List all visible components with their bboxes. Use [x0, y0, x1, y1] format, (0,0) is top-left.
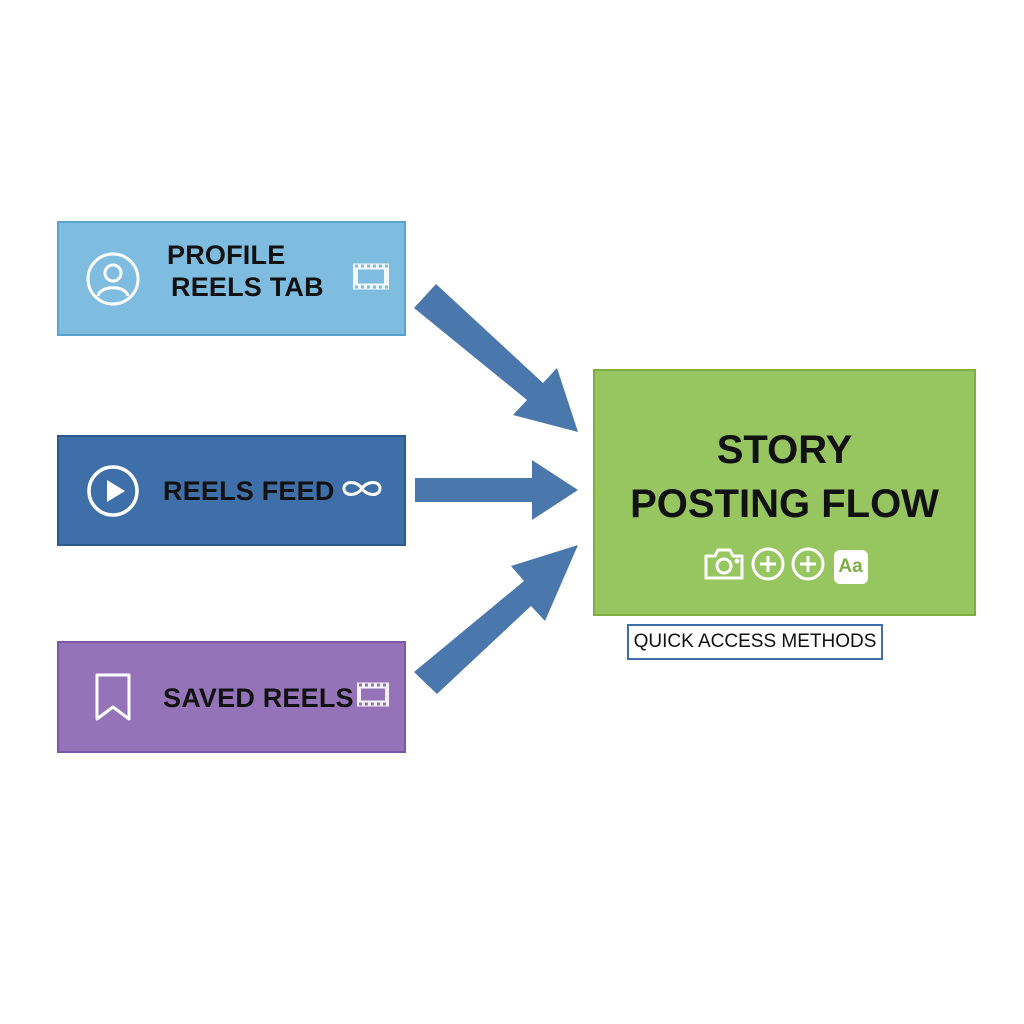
bookmark-icon [85, 669, 141, 725]
source-profile-reels-tab[interactable]: PROFILE REELS TAB [57, 221, 406, 336]
arrow-profile-to-story [414, 284, 578, 432]
person-circle-icon [85, 251, 141, 307]
source-reels-feed[interactable]: REELS FEED [57, 435, 406, 546]
infinity-icon [340, 476, 384, 505]
arrow-feed-to-story [415, 460, 578, 520]
source-saved-reels[interactable]: SAVED REELS [57, 641, 406, 753]
caption-label: QUICK ACCESS METHODS [627, 624, 883, 660]
camera-icon [702, 546, 746, 587]
target-story-posting-flow[interactable]: STORY POSTING FLOW Aa [593, 369, 976, 616]
film-strip-icon [356, 682, 390, 713]
text-icon: Aa [833, 549, 868, 584]
target-title: STORY POSTING FLOW [630, 428, 939, 526]
play-circle-icon [85, 463, 141, 519]
source-label: REELS FEED [163, 476, 335, 506]
source-label: SAVED REELS [163, 683, 354, 713]
film-strip-icon [352, 262, 390, 295]
plus-circle-icon [790, 546, 826, 587]
source-label: PROFILE REELS TAB [167, 240, 324, 302]
plus-circle-icon [750, 546, 786, 587]
arrow-saved-to-story [414, 545, 578, 694]
target-icon-row: Aa [595, 546, 974, 587]
